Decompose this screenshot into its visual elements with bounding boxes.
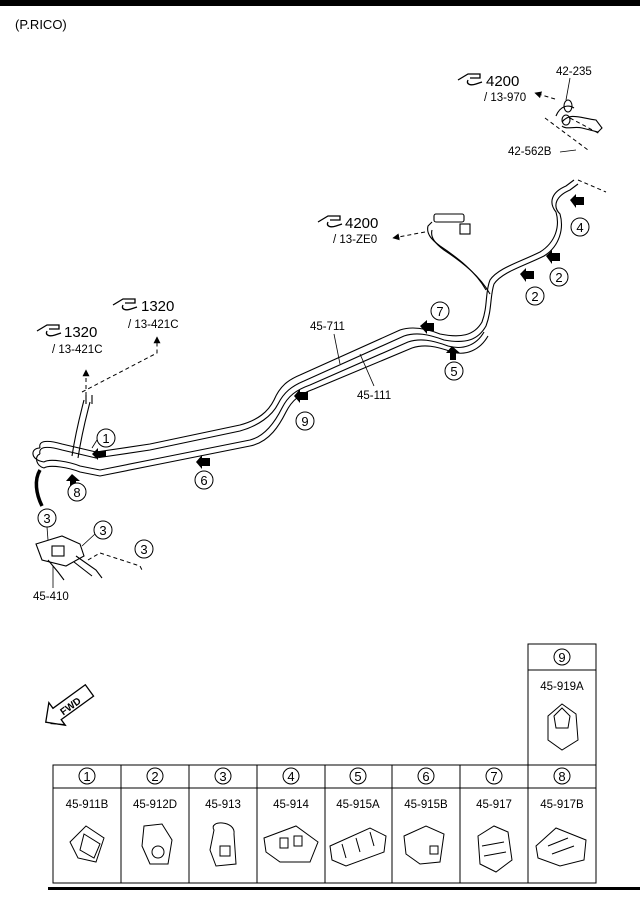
clip-cell-9[interactable]: 9 45-919A [540,648,584,751]
svg-text:45-711: 45-711 [310,321,345,333]
bottom-border [48,887,640,890]
svg-text:6: 6 [422,769,429,784]
svg-text:6: 6 [200,473,207,488]
clip-cell-4[interactable]: 4 45-914 [263,767,319,863]
callout-3b[interactable]: 3 [93,520,113,540]
ref-number: 4200 [345,215,378,232]
svg-text:45-410: 45-410 [33,591,69,603]
clip-cell-6[interactable]: 6 45-915B [403,767,448,865]
ref-1320-a[interactable]: 1320 / 13-421C [36,324,103,356]
svg-text:9: 9 [558,650,565,665]
clip-cell-5[interactable]: 5 45-915A [329,767,387,867]
svg-text:2: 2 [531,289,538,304]
ref-1320-b[interactable]: 1320 / 13-421C [112,298,179,331]
clip-cell-2[interactable]: 2 45-912D [133,767,177,865]
clip-icon [477,825,513,873]
fwd-arrow-icon: FWD [45,683,95,727]
clip-icon [209,822,237,867]
svg-text:2: 2 [555,270,562,285]
svg-text:3: 3 [43,511,50,526]
svg-text:45-914: 45-914 [273,799,309,811]
callout-2b[interactable]: 2 [549,267,569,287]
svg-text:3: 3 [99,523,106,538]
svg-text:45-913: 45-913 [205,799,241,811]
clip-icon [69,825,105,863]
svg-text:42-562B: 42-562B [508,146,552,158]
callout-4[interactable]: 6 [194,470,214,490]
bend-arrow [34,469,44,507]
clip-icon [263,825,319,863]
ref-sub: / 13-970 [484,92,526,104]
svg-text:45-917B: 45-917B [540,799,584,811]
clip-icon [547,703,579,751]
callout-6[interactable]: 8 [67,482,87,502]
svg-text:8: 8 [558,769,565,784]
part-label-45-410[interactable]: 45-410 [33,566,69,603]
ref-4200-a[interactable]: 4200 / 13-970 [457,73,526,104]
callout-8[interactable]: 9 [295,411,315,431]
clip-icon [141,823,173,865]
clip-cell-1[interactable]: 1 45-911B [66,767,109,863]
clip-icon [403,825,445,865]
clip-arrows [66,194,584,489]
callout-leaders [46,439,98,547]
ref-sub: / 13-ZE0 [333,234,377,246]
pointing-hand-icon [457,73,483,86]
svg-text:2: 2 [151,769,158,784]
ref-number: 1320 [141,298,174,315]
callout-3a[interactable]: 3 [37,508,57,528]
svg-text:7: 7 [436,304,443,319]
callout-1[interactable]: 1 [96,428,116,448]
region-label: (P.RICO) [15,17,67,32]
callout-3c[interactable]: 3 [134,539,154,559]
svg-text:3: 3 [140,542,147,557]
ref-number: 1320 [64,324,97,341]
bracket-assembly[interactable] [35,535,103,581]
svg-text:45-911B: 45-911B [66,799,109,811]
svg-text:1: 1 [102,431,109,446]
part-label-45-111[interactable]: 45-111 [357,353,391,402]
clip-table [52,643,597,884]
ref-sub: / 13-421C [128,319,179,331]
svg-text:4: 4 [576,220,583,235]
svg-text:1: 1 [83,769,90,784]
svg-text:4: 4 [287,769,294,784]
callout-2a[interactable]: 2 [525,286,545,306]
ref-4200-b[interactable]: 4200 / 13-ZE0 [317,215,378,246]
callout-9[interactable]: 4 [570,217,590,237]
pointing-hand-icon [317,215,343,228]
pointing-hand-icon [36,324,62,337]
svg-text:45-111: 45-111 [357,390,391,402]
svg-text:45-915A: 45-915A [336,799,380,811]
svg-text:45-917: 45-917 [476,799,512,811]
ref-sub: / 13-421C [52,344,103,356]
callout-7[interactable]: 5 [444,361,464,381]
clip-icon [535,827,587,867]
svg-text:5: 5 [450,364,457,379]
svg-text:45-919A: 45-919A [540,681,584,693]
svg-text:45-912D: 45-912D [133,799,177,811]
clip-cell-3[interactable]: 3 45-913 [205,767,241,867]
ref-number: 4200 [486,73,519,90]
svg-text:45-915B: 45-915B [404,799,448,811]
clip-icon [329,827,387,867]
callout-5[interactable]: 7 [430,301,450,321]
part-label-42-235[interactable]: 42-235 [556,66,592,101]
clip-cell-8[interactable]: 8 45-917B [535,767,587,867]
svg-text:5: 5 [354,769,361,784]
top-border [0,0,640,6]
part-label-42-562b[interactable]: 42-562B [508,146,577,158]
clip-cell-7[interactable]: 7 45-917 [476,767,513,873]
pointing-hand-icon [112,298,138,311]
svg-text:8: 8 [73,485,80,500]
svg-text:42-235: 42-235 [556,66,592,78]
part-label-45-711[interactable]: 45-711 [310,321,345,365]
svg-text:9: 9 [301,414,308,429]
svg-text:3: 3 [219,769,226,784]
svg-text:7: 7 [490,769,497,784]
